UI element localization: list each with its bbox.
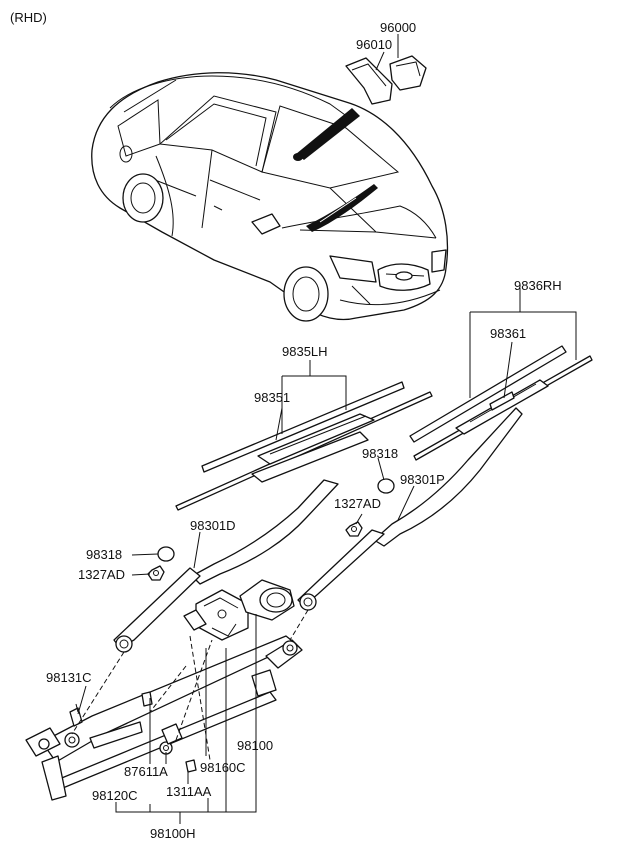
right-wiper-blade bbox=[409, 288, 593, 461]
label-9835LH: 9835LH bbox=[282, 344, 328, 359]
label-96000: 96000 bbox=[380, 20, 416, 35]
label-98160C: 98160C bbox=[200, 760, 246, 775]
label-9836RH: 9836RH bbox=[514, 278, 562, 293]
part-labels: (RHD) 96000 96010 9836RH 98361 9835LH 98… bbox=[10, 10, 562, 841]
pivot-caps-nuts bbox=[147, 478, 395, 581]
wiper-linkage bbox=[25, 635, 303, 801]
label-1327AD-left: 1327AD bbox=[78, 567, 125, 582]
label-98318-right: 98318 bbox=[362, 446, 398, 461]
label-1327AD-right: 1327AD bbox=[334, 496, 381, 511]
label-87611A: 87611A bbox=[124, 764, 168, 779]
label-98351: 98351 bbox=[254, 390, 290, 405]
wiper-arm-left bbox=[113, 479, 339, 653]
label-98100H: 98100H bbox=[150, 826, 196, 841]
label-98120C: 98120C bbox=[92, 788, 138, 803]
left-wiper-blade bbox=[175, 360, 433, 511]
wiper-motor bbox=[183, 579, 295, 641]
label-96010: 96010 bbox=[356, 37, 392, 52]
rain-sensor-assembly bbox=[345, 34, 427, 105]
label-98301P: 98301P bbox=[400, 472, 445, 487]
label-98318-left: 98318 bbox=[86, 547, 122, 562]
label-98100: 98100 bbox=[237, 738, 273, 753]
label-98301D: 98301D bbox=[190, 518, 236, 533]
label-1311AA: 1311AA bbox=[166, 784, 212, 799]
label-98361: 98361 bbox=[490, 326, 526, 341]
leader-lines bbox=[77, 457, 415, 824]
car-illustration bbox=[91, 72, 449, 322]
variant-label: (RHD) bbox=[10, 10, 47, 25]
label-98131C: 98131C bbox=[46, 670, 92, 685]
